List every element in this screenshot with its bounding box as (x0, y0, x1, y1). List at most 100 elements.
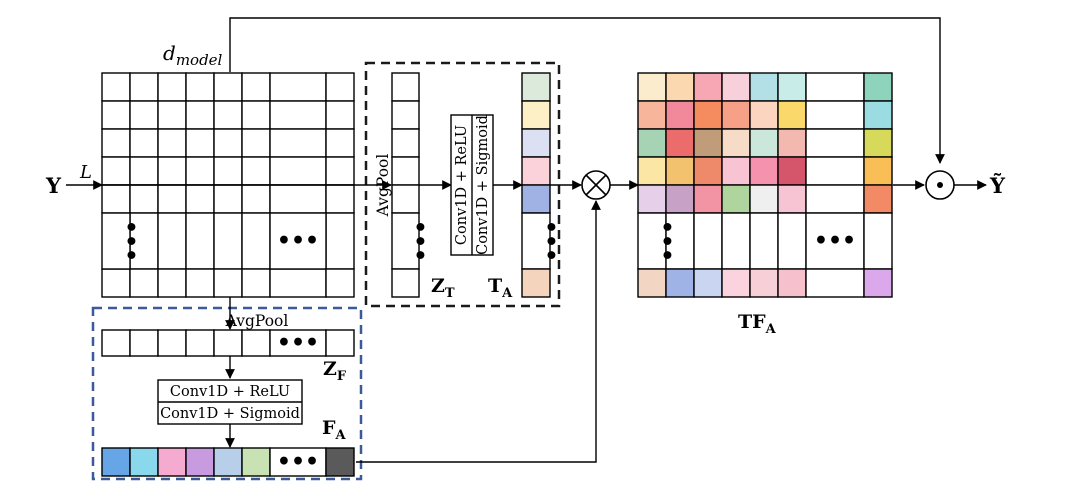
temporal-conv-block: Conv1D + ReLU Conv1D + Sigmoid (450, 114, 494, 256)
z-f-ellipsis: ••• (277, 330, 319, 356)
input-cell (157, 212, 187, 270)
input-cell (269, 184, 327, 214)
t-a-cell (521, 184, 551, 214)
input-cell (129, 156, 159, 186)
tf-a-cell (665, 268, 695, 298)
tf-a-cell (693, 268, 723, 298)
temporal-avgpool-label: AvgPool (374, 154, 392, 218)
temporal-conv-relu-label: Conv1D + ReLU (454, 125, 470, 245)
f-a-cell (185, 447, 215, 477)
input-cell (213, 100, 243, 130)
input-cell (157, 128, 187, 158)
f-a-vector: ••• (101, 447, 355, 477)
input-cell (129, 72, 159, 102)
tf-a-matrix: •••••• (637, 72, 893, 298)
f-a-cell (129, 447, 159, 477)
frequency-attention-box (91, 306, 363, 481)
input-cell-ellipsis-row (101, 212, 131, 270)
input-cell (325, 100, 355, 130)
z-f-cell (269, 329, 327, 357)
tf-a-cell (693, 184, 723, 214)
t-a-cell (521, 128, 551, 158)
tf-a-cell (863, 100, 893, 130)
f-a-cell (241, 447, 271, 477)
tf-a-cell (805, 72, 865, 102)
input-cell (157, 156, 187, 186)
frequency-conv-block: Conv1D + ReLU Conv1D + Sigmoid (157, 379, 303, 425)
z-t-cell (391, 156, 420, 186)
t-a-vector: ••• (521, 72, 563, 298)
t-a-cell (521, 268, 551, 298)
input-cell (269, 128, 327, 158)
input-horizontal-ellipsis: ••• (277, 228, 319, 254)
tf-a-cell (693, 100, 723, 130)
tf-a-cell (863, 72, 893, 102)
z-t-cell (391, 100, 420, 130)
input-cell (213, 72, 243, 102)
input-cell (185, 100, 215, 130)
z-t-cell (391, 128, 420, 158)
t-a-cell (521, 156, 551, 186)
z-f-cell (241, 329, 271, 357)
f-a-cell (213, 447, 243, 477)
input-cell (325, 268, 355, 298)
tf-a-cell (863, 128, 893, 158)
frequency-conv-sigmoid-label: Conv1D + Sigmoid (160, 406, 300, 422)
input-cell (325, 128, 355, 158)
z-f-cell (157, 329, 187, 357)
tf-a-cell (777, 156, 807, 186)
tf-a-cell (777, 268, 807, 298)
tf-a-cell (665, 156, 695, 186)
input-cell (241, 128, 271, 158)
input-matrix: •••••• (101, 72, 355, 298)
tf-a-cell (637, 128, 667, 158)
input-cell (185, 184, 215, 214)
input-cell (325, 156, 355, 186)
t-a-subscript: A (501, 286, 513, 301)
input-cell (325, 72, 355, 102)
f-a-cell (101, 447, 131, 477)
tf-a-cell (693, 156, 723, 186)
z-t-ellipsis: ••• (406, 220, 432, 262)
tf-a-cell (721, 100, 751, 130)
input-cell (241, 184, 271, 214)
input-cell (241, 72, 271, 102)
input-cell (269, 268, 327, 298)
input-cell (101, 156, 131, 186)
frequency-conv-relu-label: Conv1D + ReLU (170, 384, 290, 400)
sequence-length-label: L (79, 162, 92, 183)
f-a-subscript: A (335, 428, 347, 443)
input-cell (269, 100, 327, 130)
input-cell (325, 184, 355, 214)
input-cell (157, 72, 187, 102)
z-t-cell (391, 268, 420, 298)
z-f-cell (213, 329, 243, 357)
residual-connection-line (229, 17, 945, 164)
d-model-label: dmodel (163, 41, 223, 69)
tf-a-cell (637, 72, 667, 102)
input-cell (101, 184, 131, 214)
tf-a-cell (749, 268, 779, 298)
z-f-cell (185, 329, 215, 357)
tf-a-cell (721, 156, 751, 186)
z-t-label: ZT (431, 275, 455, 301)
t-a-cell (521, 212, 551, 270)
input-cell (241, 100, 271, 130)
tf-a-cell (805, 100, 865, 130)
f-a-cell (325, 447, 355, 477)
tf-a-cell (721, 184, 751, 214)
z-f-subscript: F (337, 369, 347, 384)
f-a-label: FA (322, 417, 347, 443)
input-cell (101, 128, 131, 158)
tf-a-cell (805, 156, 865, 186)
tf-a-cell (777, 184, 807, 214)
tf-a-cell (721, 72, 751, 102)
input-cell (101, 268, 131, 298)
input-cell (185, 212, 215, 270)
z-f-vector: ••• (101, 329, 355, 357)
tf-a-cell (805, 128, 865, 158)
tf-a-cell (637, 184, 667, 214)
z-f-label: ZF (323, 358, 347, 384)
tf-a-cell (863, 268, 893, 298)
